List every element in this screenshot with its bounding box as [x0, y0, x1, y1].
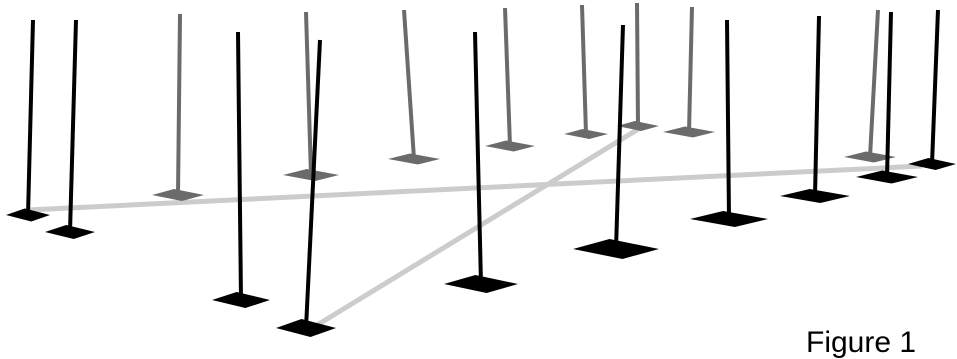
post-pole: [503, 7, 512, 147]
post-pole: [930, 9, 940, 165]
figure-caption: Figure 1: [806, 326, 917, 359]
near-post-row: [6, 9, 956, 337]
near-post: [444, 31, 518, 293]
near-post: [690, 19, 768, 227]
far-post: [152, 13, 204, 201]
far-post: [844, 9, 896, 163]
near-post: [276, 39, 336, 337]
post-pole: [687, 6, 694, 133]
post-pole: [236, 31, 243, 301]
post-pole: [725, 19, 731, 220]
far-post: [617, 2, 659, 131]
post-pole: [304, 11, 313, 176]
post-pole: [26, 19, 35, 216]
post-pole: [614, 24, 625, 250]
far-post: [283, 11, 339, 181]
post-pole: [304, 39, 322, 329]
post-pole: [473, 31, 483, 285]
post-pole: [68, 19, 78, 233]
post-pole: [868, 9, 880, 158]
far-post: [388, 9, 440, 165]
diagonal-guide-line: [307, 125, 642, 333]
near-post: [6, 19, 50, 222]
near-post: [573, 24, 659, 259]
post-pole: [402, 9, 416, 160]
perspective-post-diagram: [6, 2, 956, 337]
post-pole: [885, 11, 893, 178]
near-post: [908, 9, 956, 170]
near-post: [856, 11, 918, 184]
post-pole: [176, 13, 182, 196]
post-pole: [635, 2, 640, 127]
far-post: [663, 6, 715, 138]
near-post: [45, 19, 95, 239]
post-pole: [580, 4, 588, 135]
near-post: [780, 15, 850, 203]
far-post: [564, 4, 608, 139]
far-post: [485, 7, 535, 152]
guide-lines: [27, 125, 923, 333]
horizontal-guide-line: [27, 163, 923, 213]
post-pole: [813, 15, 821, 197]
near-post: [212, 31, 270, 308]
far-post-row: [152, 2, 896, 201]
